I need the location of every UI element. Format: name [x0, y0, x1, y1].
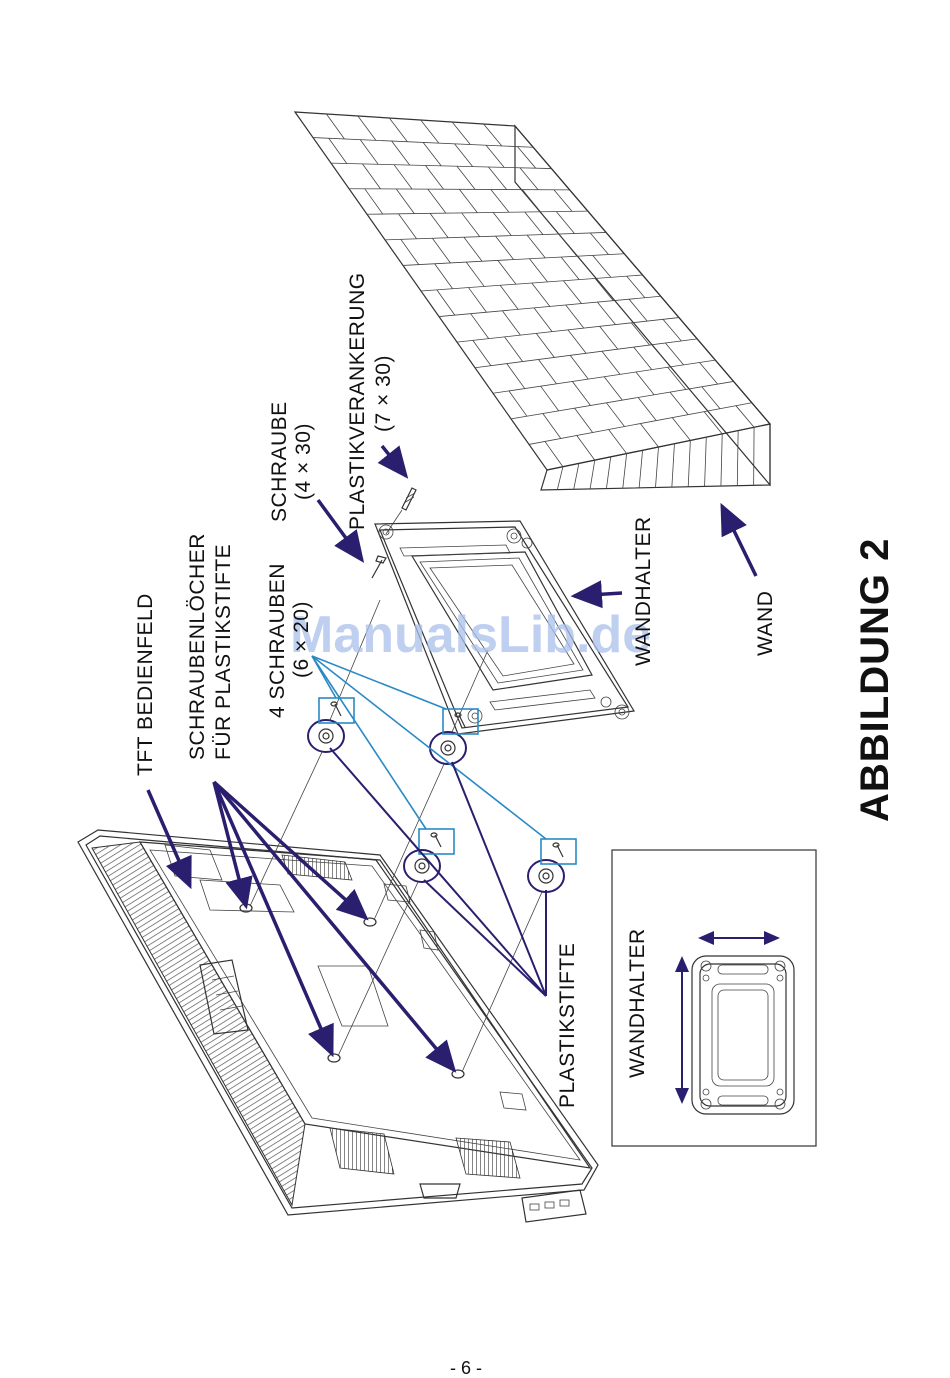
label-screw-holes-line1: SCHRAUBENLÖCHER	[186, 533, 209, 760]
page-number: - 6 -	[450, 1358, 482, 1378]
label-plastic-pins: PLASTIKSTIFTE	[556, 943, 579, 1108]
label-anchor-line2: (7 × 30)	[372, 355, 395, 432]
tv-back-panel	[78, 830, 598, 1222]
screws-6x20	[312, 656, 576, 864]
plastic-pin	[430, 732, 466, 764]
label-screw-line2: (4 × 30)	[292, 423, 315, 500]
watermark: ManualsLib.de	[290, 606, 651, 664]
label-tft-panel: TFT BEDIENFELD	[134, 593, 157, 776]
plastic-anchor-7x30	[386, 488, 416, 534]
label-anchor-line1: PLASTIKVERANKERUNG	[346, 272, 369, 530]
label-screw-holes-line2: FÜR PLASTIKSTIFTE	[212, 544, 235, 760]
label-arrows	[148, 446, 756, 1070]
label-inset-wall-bracket: WANDHALTER	[626, 928, 649, 1078]
label-screw-line1: SCHRAUBE	[268, 401, 291, 522]
label-wall: WAND	[754, 591, 777, 656]
label-wall-bracket: WANDHALTER	[632, 516, 655, 666]
label-four-screws-line1: 4 SCHRAUBEN	[266, 563, 289, 718]
plastic-pin	[308, 720, 344, 752]
figure-title: ABBILDUNG 2	[853, 538, 897, 822]
label-four-screws-line2: (6 × 20)	[290, 601, 313, 678]
screw-4x30	[372, 556, 386, 578]
